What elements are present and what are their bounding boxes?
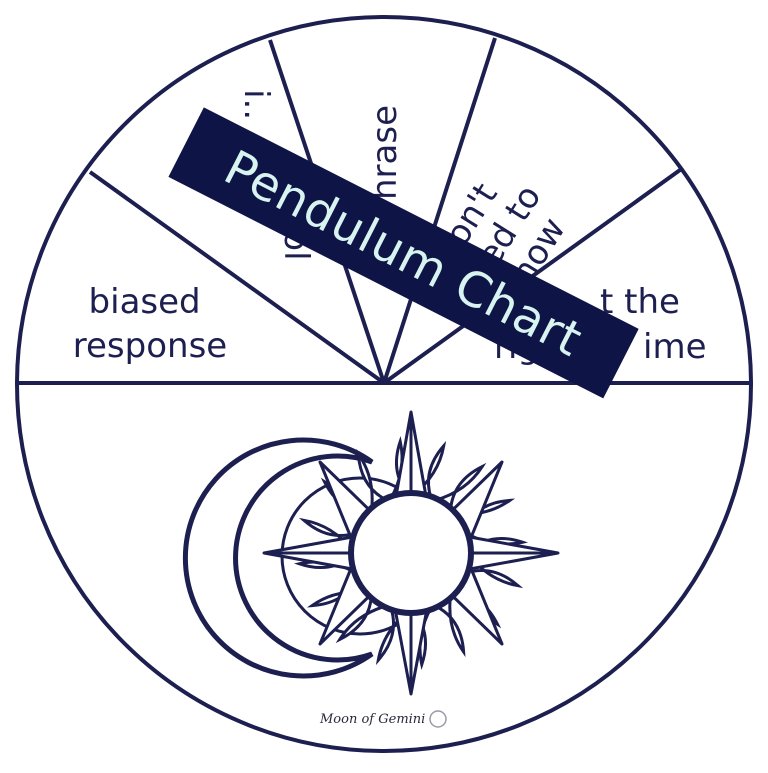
sun-ray: [409, 440, 447, 501]
credit-text: Moon of Gemini: [319, 712, 425, 727]
segment-label-3: hrase: [365, 105, 405, 200]
segment-label-right-time: t the: [600, 282, 680, 322]
sun-ray: [298, 517, 359, 555]
sun-icon: [348, 490, 474, 616]
sun-ray: [432, 592, 466, 658]
sun-ray: [335, 592, 391, 644]
segment-label-biased: biased response: [73, 282, 227, 366]
credit-logo-icon: [429, 710, 447, 728]
sun-ray: [356, 448, 390, 514]
sun-ray: [431, 462, 487, 514]
sun-ray: [375, 605, 413, 666]
sun-ray: [463, 551, 524, 589]
credit-mark: Moon of Gemini: [319, 710, 447, 728]
